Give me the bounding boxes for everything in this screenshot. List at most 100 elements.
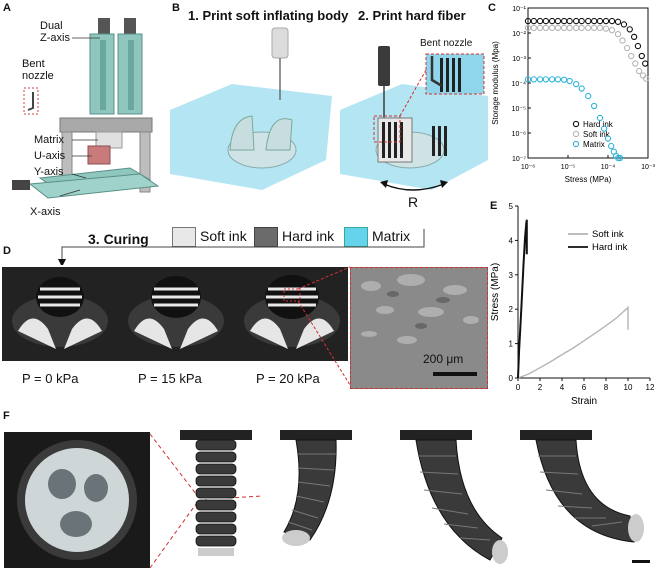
data-point-soft-ink	[596, 24, 604, 32]
actuator-straight	[180, 430, 252, 556]
data-point-soft-ink	[585, 24, 592, 32]
data-point-matrix	[590, 102, 598, 110]
data-point-soft-ink	[548, 24, 556, 32]
data-point-matrix	[530, 76, 537, 83]
data-point-soft-ink	[536, 24, 544, 32]
actuator-15kpa	[128, 276, 224, 349]
panel-d-letter: D	[3, 245, 11, 257]
data-point-matrix	[524, 76, 532, 83]
data-point-soft-ink	[554, 24, 562, 32]
data-point-hard-ink	[614, 18, 622, 25]
legend-label: Hard ink	[592, 242, 628, 253]
y-tick-label: 10⁻⁶	[512, 131, 526, 138]
data-point-hard-ink	[638, 52, 645, 60]
legend-label: Hard ink	[583, 120, 614, 129]
legend-label: Soft ink	[583, 130, 611, 139]
legend-label: Matrix	[583, 140, 605, 149]
legend-label: Soft ink	[592, 229, 624, 240]
step2-title: 2. Print hard fiber	[358, 8, 466, 23]
x-tick-label: 2	[538, 383, 543, 392]
y-tick-label: 10⁻²	[512, 31, 526, 38]
label-u-axis: U-axis	[34, 150, 66, 162]
y-tick-label: 5	[509, 202, 514, 211]
y-tick-label: 4	[509, 236, 514, 245]
data-point-matrix	[548, 76, 556, 83]
data-point-matrix	[616, 154, 624, 162]
legend-label-hard: Hard ink	[282, 228, 335, 244]
panel-b-letter: B	[172, 2, 180, 14]
x-motor	[12, 180, 30, 190]
series-line-hard-ink	[517, 219, 528, 379]
data-point-matrix	[615, 154, 622, 162]
data-point-matrix	[604, 135, 612, 142]
rotation-label: R	[408, 194, 419, 210]
y-axis-label: Stress (MPa)	[490, 263, 501, 321]
y-tick-label: 1	[509, 340, 514, 349]
actuator-bend-3	[520, 430, 644, 543]
nozzle-1	[271, 27, 289, 59]
x-tick-label: 6	[582, 383, 587, 392]
legend-label-matrix: Matrix	[372, 228, 411, 244]
data-point-hard-ink	[566, 17, 573, 25]
x-tick-label: 10⁻⁶	[521, 164, 535, 171]
panel-c-letter: C	[488, 2, 496, 14]
gantry-beam	[59, 117, 153, 133]
sem-image: 200 μm	[350, 267, 488, 389]
y-tick-label: 10⁻¹	[512, 6, 526, 13]
x-tick-label: 12	[646, 383, 655, 392]
data-point-hard-ink	[585, 17, 592, 25]
data-point-hard-ink	[573, 17, 580, 25]
bending-sequence	[180, 430, 650, 564]
nozzle-2	[378, 46, 390, 86]
data-point-soft-ink	[635, 67, 643, 75]
data-point-hard-ink	[590, 17, 598, 25]
z-motor-right	[124, 18, 136, 36]
data-point-hard-ink	[602, 17, 610, 25]
panel-f: F	[0, 410, 660, 572]
data-point-matrix	[608, 142, 615, 150]
data-point-soft-ink	[623, 44, 631, 52]
panel-f-letter: F	[3, 410, 10, 422]
material-legend: Soft ink Hard ink Matrix	[172, 227, 422, 247]
panel-d: D 3. Curing Soft ink Hard ink Matrix	[0, 215, 488, 390]
data-point-soft-ink	[643, 75, 650, 82]
actuator-bend-1	[280, 430, 352, 546]
x-tick-label: 8	[604, 383, 609, 392]
data-point-soft-ink	[590, 24, 598, 32]
bent-nozzle-inset-label: Bent nozzle	[420, 38, 473, 49]
actuator-bend-2	[400, 430, 508, 564]
printer-illustration	[12, 18, 160, 199]
y-tick-label: 10⁻³	[512, 56, 526, 63]
legend-marker	[572, 120, 580, 128]
sem-scale-label: 200 μm	[423, 352, 464, 366]
pressure-label-15: P = 15 kPa	[138, 371, 202, 386]
data-point-matrix	[585, 92, 592, 100]
cured-photo-strip	[2, 267, 348, 361]
data-point-hard-ink	[524, 17, 532, 25]
data-point-soft-ink	[632, 60, 639, 67]
y-tick-label: 2	[509, 305, 514, 314]
data-point-hard-ink	[634, 42, 642, 50]
data-point-soft-ink	[542, 24, 550, 32]
bent-nozzle-callout	[23, 87, 39, 115]
label-bent-nozzle: Bent nozzle	[22, 58, 54, 82]
label-dual-z-axis: Dual Z-axis	[40, 20, 70, 44]
cured-actuators	[12, 275, 340, 349]
panel-e-letter: E	[490, 200, 498, 212]
data-point-hard-ink	[630, 33, 638, 41]
x-axis-label: Stress (MPa)	[565, 175, 612, 184]
legend-marker	[572, 140, 580, 148]
data-point-hard-ink	[626, 26, 633, 33]
x-tick-label: 10	[624, 383, 633, 392]
data-point-soft-ink	[566, 24, 573, 32]
data-point-matrix	[596, 114, 604, 122]
x-axis-label: Strain	[571, 396, 597, 407]
data-point-hard-ink	[542, 17, 550, 25]
label-y-axis: Y-axis	[34, 166, 64, 178]
data-point-matrix	[560, 76, 568, 83]
step1-title: 1. Print soft inflating body	[188, 8, 349, 23]
